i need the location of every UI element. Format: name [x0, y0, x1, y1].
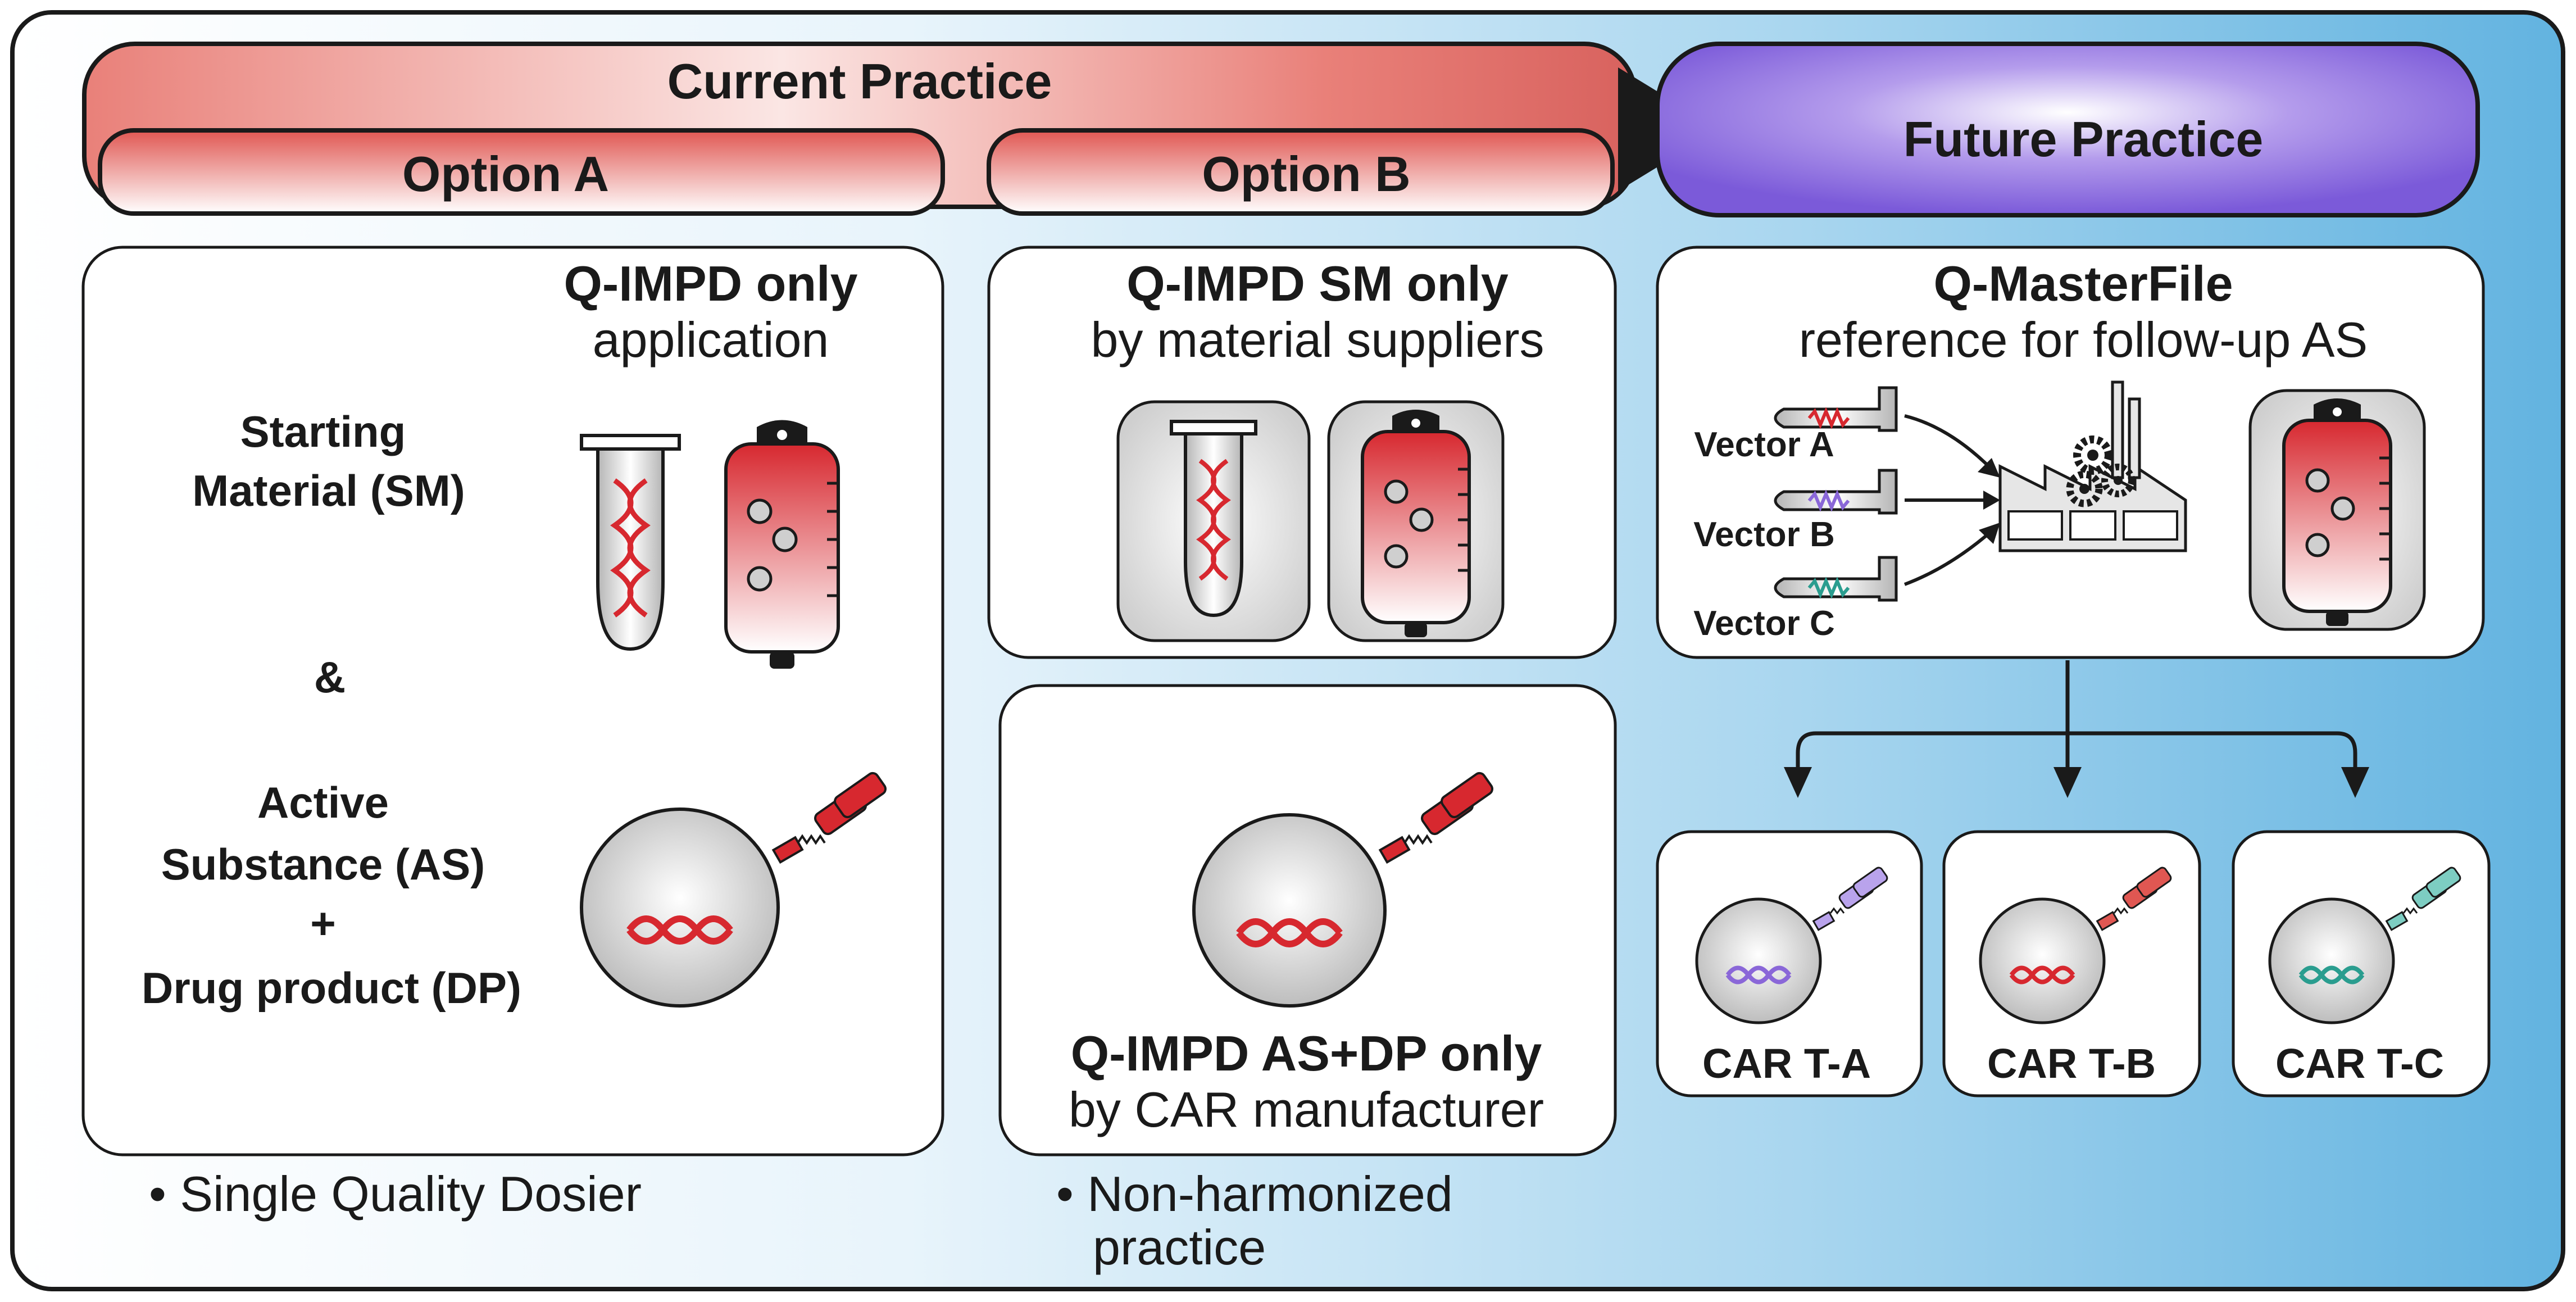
- ampersand-label: &: [314, 652, 346, 702]
- vector-b-icon: [1774, 469, 1898, 515]
- vector-b-label: Vector B: [1693, 515, 1835, 554]
- option-b-bottom-subtitle: by CAR manufacturer: [1069, 1082, 1544, 1137]
- arrowhead-right: [2341, 767, 2369, 798]
- branch-arrows: [1784, 660, 2369, 798]
- q-masterfile-box: Q-MasterFile reference for follow-up AS …: [1656, 246, 2485, 659]
- vector-c-label: Vector C: [1693, 604, 1835, 643]
- note-option-b-line1: • Non-harmonized: [1056, 1166, 1453, 1222]
- arrowhead-left: [1784, 767, 1812, 798]
- option-b-label: Option B: [1202, 146, 1410, 202]
- option-b-bottom-box: Q-IMPD AS+DP only by CAR manufacturer: [998, 684, 1617, 1156]
- car-t-a-card: CAR T-A: [1656, 830, 1923, 1097]
- option-a-box-subtitle: application: [593, 312, 829, 368]
- car-t-b-card: CAR T-B: [1942, 830, 2201, 1097]
- framed-bag-icon: [2248, 389, 2426, 631]
- option-b-bottom-title: Q-IMPD AS+DP only: [1071, 1026, 1542, 1081]
- as-label-line4: Drug product (DP): [142, 963, 521, 1013]
- option-b-top-box: Q-IMPD SM only by material suppliers: [987, 246, 1617, 659]
- option-a-box: Q-IMPD only application Starting Materia…: [81, 246, 944, 1156]
- current-practice-title: Current Practice: [667, 53, 1052, 109]
- note-option-a: • Single Quality Dosier: [149, 1166, 642, 1222]
- option-a-tab: [98, 128, 945, 216]
- q-masterfile-title: Q-MasterFile: [1933, 256, 2233, 311]
- vector-c-icon: [1774, 556, 1898, 602]
- car-t-c-label: CAR T-C: [2275, 1040, 2444, 1087]
- car-t-a-label: CAR T-A: [1702, 1040, 1871, 1087]
- option-b-top-subtitle: by material suppliers: [1091, 312, 1544, 368]
- framed-tube-icon: [1116, 400, 1311, 642]
- as-label-line1: Active: [257, 778, 389, 827]
- as-label-line3: +: [310, 899, 336, 948]
- current-practice-banner: Current Practice Option A Option B: [82, 42, 1637, 216]
- note-option-b-line2: practice: [1093, 1219, 1266, 1275]
- car-t-b-label: CAR T-B: [1987, 1040, 2156, 1087]
- option-a-label: Option A: [402, 146, 609, 202]
- future-practice-banner: Future Practice: [1655, 42, 2480, 217]
- framed-bag-icon: [1327, 400, 1505, 642]
- future-practice-title: Future Practice: [1903, 111, 2264, 167]
- blood-bag-icon: [724, 420, 840, 669]
- car-t-a-cell-icon: [1695, 867, 1888, 1024]
- option-b-top-title: Q-IMPD SM only: [1126, 256, 1509, 311]
- vector-a-icon: [1774, 386, 1898, 432]
- as-label-line2: Substance (AS): [161, 840, 485, 889]
- sm-label-line2: Material (SM): [192, 466, 465, 515]
- car-t-c-card: CAR T-C: [2232, 830, 2491, 1097]
- gear-icon: [2066, 435, 2135, 507]
- vector-c-arrow: [1903, 529, 1993, 586]
- vector-a-arrow: [1904, 414, 1993, 471]
- q-masterfile-subtitle: reference for follow-up AS: [1799, 312, 2368, 368]
- factory-icon: [1998, 380, 2187, 552]
- sm-label-line1: Starting: [240, 407, 406, 456]
- option-b-tab: [987, 128, 1615, 216]
- car-t-cell-icon: [580, 772, 887, 1008]
- vector-a-label: Vector A: [1694, 425, 1834, 464]
- car-t-cell-icon: [1192, 772, 1493, 1008]
- vector-b-arrowhead: [1983, 491, 2000, 510]
- vector-c-arrowhead: [1979, 523, 2000, 544]
- arrowhead-center: [2053, 767, 2082, 798]
- tube-icon: [580, 434, 681, 651]
- vector-a-arrowhead: [1978, 458, 2000, 478]
- car-t-c-cell-icon: [2268, 867, 2461, 1024]
- car-t-b-cell-icon: [1979, 867, 2172, 1024]
- option-a-box-title: Q-IMPD only: [564, 256, 857, 311]
